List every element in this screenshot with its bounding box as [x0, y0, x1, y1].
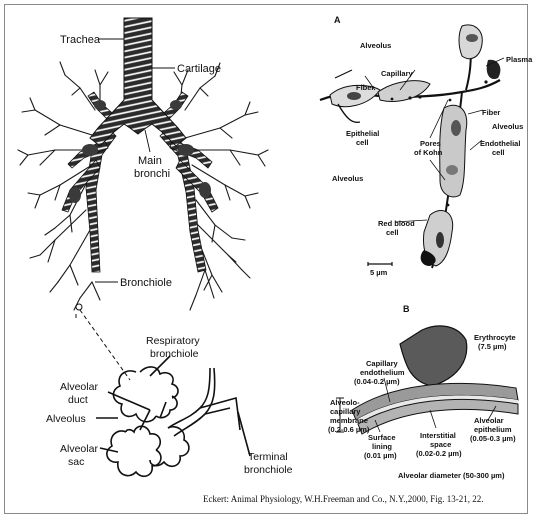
label-fiber-left: Fiber [356, 83, 374, 92]
label-alveolo-capillary-2: capillary [330, 407, 361, 416]
label-fiber-right: Fiber [482, 108, 500, 117]
label-capillary-endothelium-2: endothelium [360, 368, 405, 377]
label-cartilage: Cartilage [177, 63, 221, 75]
alveolar-cluster [96, 356, 250, 476]
label-interstitial-1: Interstitial [420, 431, 456, 440]
label-alveolar-epithelium-2: epithelium [474, 425, 512, 434]
label-alveolar-duct-2: duct [68, 394, 88, 406]
label-alveolar-sac-1: Alveolar [60, 443, 98, 455]
label-alveolar-epithelium-3: (0.05-0.3 µm) [470, 434, 516, 443]
label-red-blood-cell-1: Red blood [378, 219, 415, 228]
label-terminal-bronchiole-2: bronchiole [244, 464, 293, 476]
label-epithelial-cell-2: cell [356, 138, 369, 147]
label-trachea: Trachea [60, 34, 101, 46]
label-main-bronchi-2: bronchi [134, 168, 170, 180]
label-capillary-endothelium-1: Capillary [366, 359, 399, 368]
label-respiratory-bronchiole-2: bronchiole [150, 348, 199, 360]
label-capillary: Capillary [381, 69, 414, 78]
label-interstitial-3: (0.02-0.2 µm) [416, 449, 462, 458]
label-pores-1: Pores [420, 139, 441, 148]
label-alveolus: Alveolus [46, 413, 86, 425]
figure-caption: Eckert: Animal Physiology, W.H.Freeman a… [203, 494, 484, 504]
label-surface-lining-2: lining [372, 442, 392, 451]
label-alveolus-right: Alveolus [492, 122, 523, 131]
bronchial-tree [18, 18, 268, 380]
panel-a-capillary-diagram [320, 25, 504, 268]
label-endothelial-cell-2: cell [492, 148, 505, 157]
label-alveolo-capillary-4: (0.2-0.6 µm) [328, 425, 370, 434]
label-erythrocyte-2: (7.5 µm) [478, 342, 507, 351]
label-surface-lining-3: (0.01 µm) [364, 451, 397, 460]
label-erythrocyte-1: Erythrocyte [474, 333, 516, 342]
label-alveolar-epithelium-1: Alveolar [474, 416, 504, 425]
label-surface-lining-1: Surface [368, 433, 396, 442]
label-alveolar-duct-1: Alveolar [60, 381, 98, 393]
label-plasma: Plasma [506, 55, 533, 64]
label-bronchiole: Bronchiole [120, 277, 172, 289]
label-alveolo-capillary-3: membrane [330, 416, 368, 425]
label-pores-2: of Kohn [414, 148, 443, 157]
panel-b-letter: B [403, 304, 410, 314]
label-scale-bar: 5 µm [370, 268, 388, 277]
label-alveolar-sac-2: sac [68, 456, 84, 468]
label-epithelial-cell-1: Epithelial [346, 129, 379, 138]
label-terminal-bronchiole-1: Terminal [248, 451, 288, 463]
zoom-origin-circle [76, 304, 82, 310]
label-red-blood-cell-2: cell [386, 228, 399, 237]
label-capillary-endothelium-3: (0.04-0.2 µm) [354, 377, 400, 386]
label-main-bronchi-1: Main [138, 155, 162, 167]
label-endothelial-cell-1: Endothelial [480, 139, 520, 148]
panel-a-letter: A [334, 15, 341, 25]
label-alveolus-top: Alveolus [360, 41, 391, 50]
label-interstitial-2: space [430, 440, 451, 449]
label-alveolar-diameter: Alveolar diameter (50-300 µm) [398, 471, 505, 480]
label-alveolo-capillary-1: Alveolo- [330, 398, 360, 407]
label-alveolus-left: Alveolus [332, 174, 363, 183]
label-respiratory-bronchiole-1: Respiratory [146, 335, 200, 347]
